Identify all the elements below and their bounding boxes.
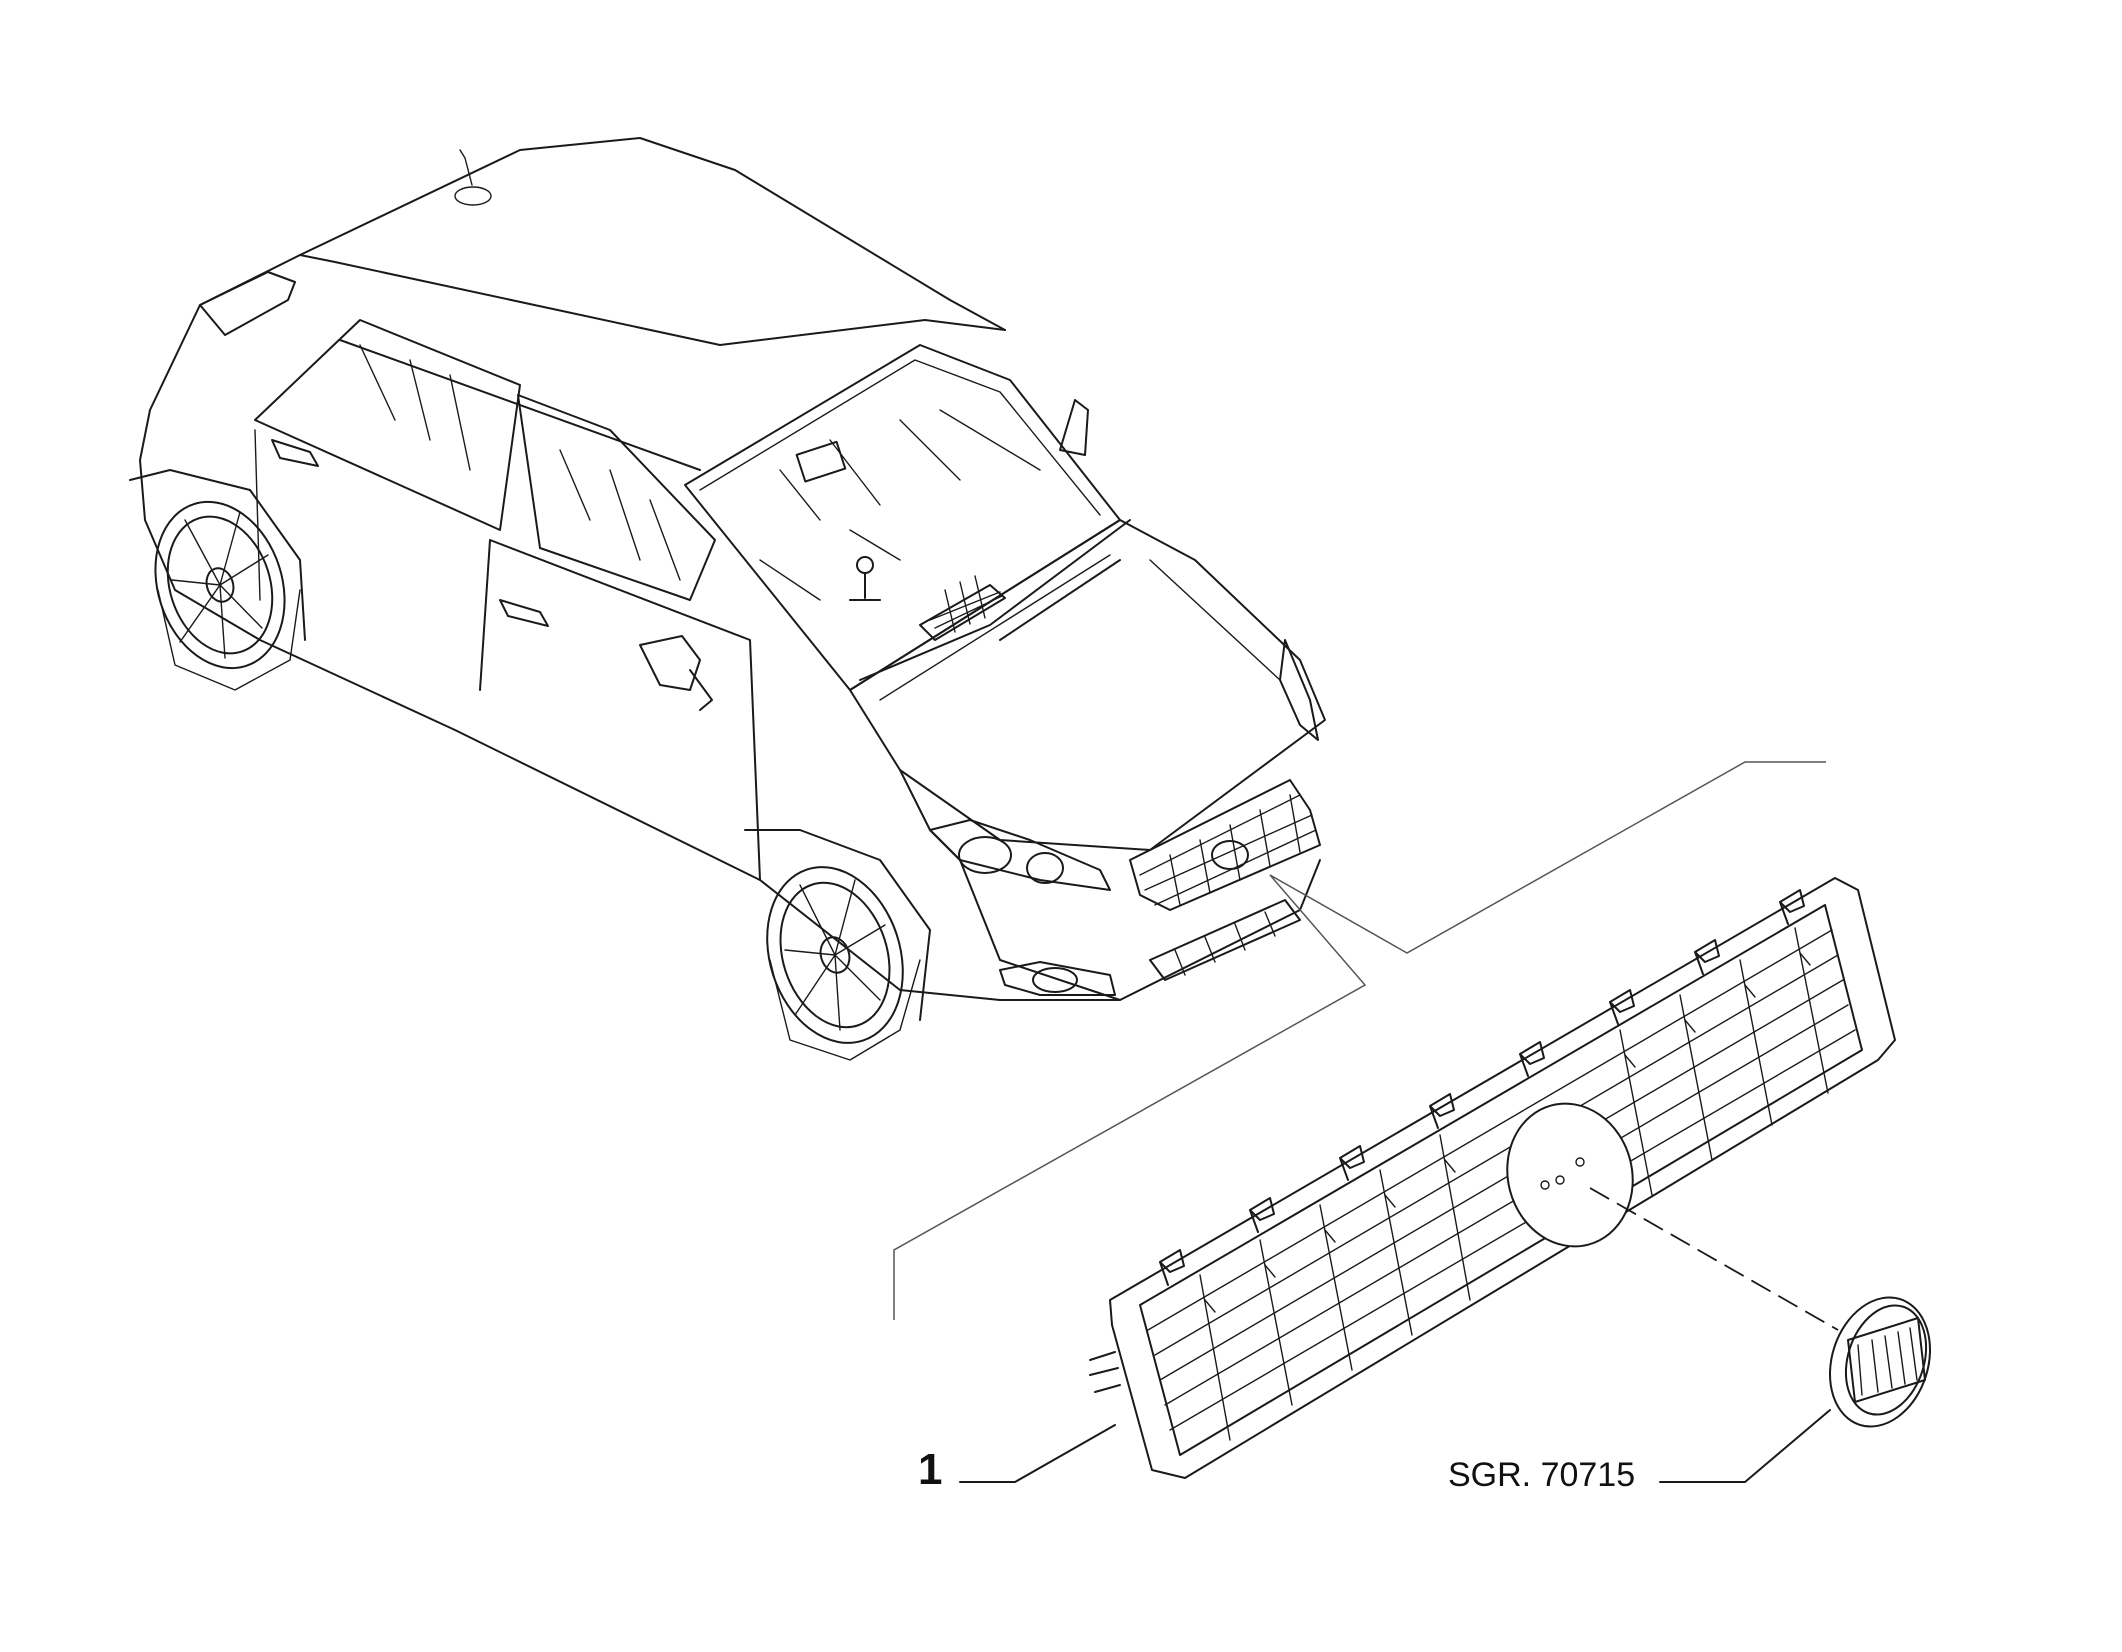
callout-part-number: 1 <box>918 1445 943 1494</box>
assembly-axis-line <box>1589 1187 1839 1331</box>
callout-leader-1 <box>959 1424 1116 1483</box>
leader-lines <box>893 761 1826 1320</box>
callout-leader-ref <box>1659 1409 1831 1483</box>
callout-reference-number: SGR. 70715 <box>1448 1456 1636 1494</box>
car-outline-icon <box>129 137 1326 1061</box>
front-grille-icon <box>1089 877 1896 1479</box>
brand-badge-icon <box>1829 1296 1931 1428</box>
